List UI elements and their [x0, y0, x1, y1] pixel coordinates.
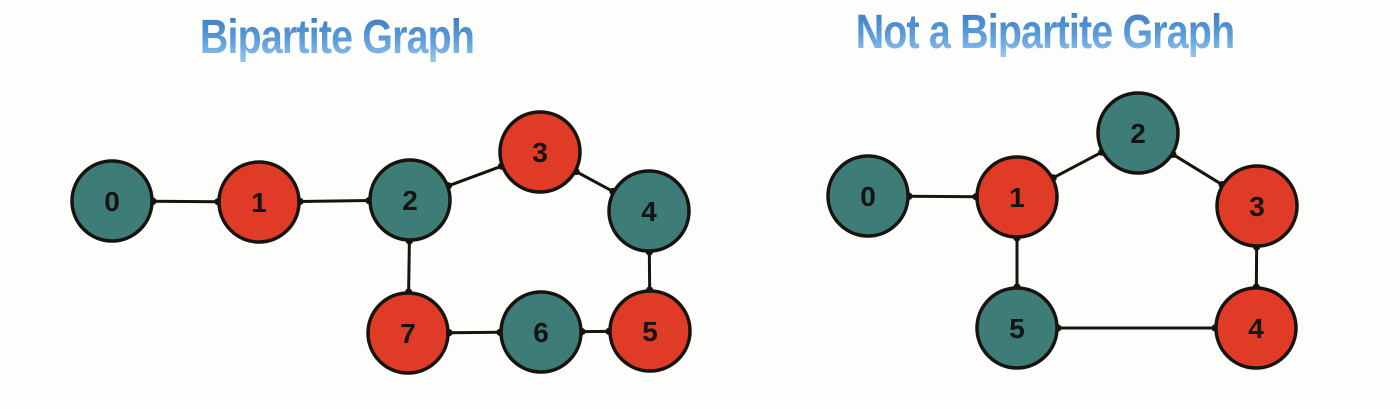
title-not-a-bipartite-graph: Not a Bipartite Graph — [855, 6, 1235, 59]
graph-edge-3-4 — [574, 170, 615, 193]
graph-node-circle — [607, 169, 691, 253]
graph-node-label: 3 — [532, 137, 548, 168]
graph-node-label: 5 — [642, 316, 658, 347]
graph-edge-1-2 — [298, 199, 371, 203]
graph-node-circle — [70, 159, 154, 243]
graph-node-label: 3 — [1249, 191, 1265, 222]
graph-node-not-bipartite-4: 4 — [1214, 286, 1298, 370]
graph-node-label: 2 — [402, 185, 418, 216]
graph-node-circle — [826, 154, 910, 238]
graph-node-circle — [366, 291, 450, 375]
graph-node-label: 4 — [641, 196, 657, 227]
graph-edge-1-2 — [1051, 150, 1104, 180]
graph-node-not-bipartite-1: 1 — [975, 155, 1059, 239]
graph-node-circle — [1096, 91, 1180, 175]
title-bipartite-graph: Bipartite Graph — [199, 11, 475, 64]
graph-node-bipartite-5: 5 — [608, 289, 692, 373]
graph-node-bipartite-7: 7 — [366, 291, 450, 375]
graph-node-circle — [217, 160, 301, 244]
graph-node-label: 2 — [1130, 118, 1146, 149]
graph-node-circle — [499, 290, 583, 374]
graph-node-bipartite-0: 0 — [70, 159, 154, 243]
graph-node-label: 6 — [533, 317, 549, 348]
graph-node-bipartite-6: 6 — [499, 290, 583, 374]
graph-node-label: 0 — [860, 181, 876, 212]
graph-panel-not-bipartite: 0 1 2 3 4 5 — [826, 91, 1299, 370]
graph-node-label: 4 — [1248, 313, 1264, 344]
graph-node-circle — [1215, 164, 1299, 248]
graph-node-circle — [1214, 286, 1298, 370]
graph-panel-bipartite: 0 1 2 3 4 5 6 7 — [70, 110, 692, 375]
graph-node-circle — [368, 158, 452, 242]
graph-node-bipartite-1: 1 — [217, 160, 301, 244]
graph-node-label: 7 — [400, 318, 416, 349]
graph-edge-2-3 — [1171, 152, 1224, 187]
graph-edge-2-3 — [446, 164, 504, 188]
graph-node-label: 1 — [251, 187, 267, 218]
graph-node-circle — [608, 289, 692, 373]
graph-node-not-bipartite-2: 2 — [1096, 91, 1180, 175]
graph-edge-7-2 — [407, 239, 411, 294]
graph-node-circle — [975, 155, 1059, 239]
graph-node-label: 1 — [1009, 182, 1025, 213]
graph-node-circle — [975, 286, 1059, 370]
graph-node-not-bipartite-3: 3 — [1215, 164, 1299, 248]
graph-node-bipartite-4: 4 — [607, 169, 691, 253]
graph-node-not-bipartite-5: 5 — [975, 286, 1059, 370]
graph-node-label: 0 — [104, 186, 120, 217]
graph-node-label: 5 — [1009, 313, 1025, 344]
graph-node-circle — [498, 110, 582, 194]
graph-node-not-bipartite-0: 0 — [826, 154, 910, 238]
graph-node-bipartite-2: 2 — [368, 158, 452, 242]
graph-node-bipartite-3: 3 — [498, 110, 582, 194]
